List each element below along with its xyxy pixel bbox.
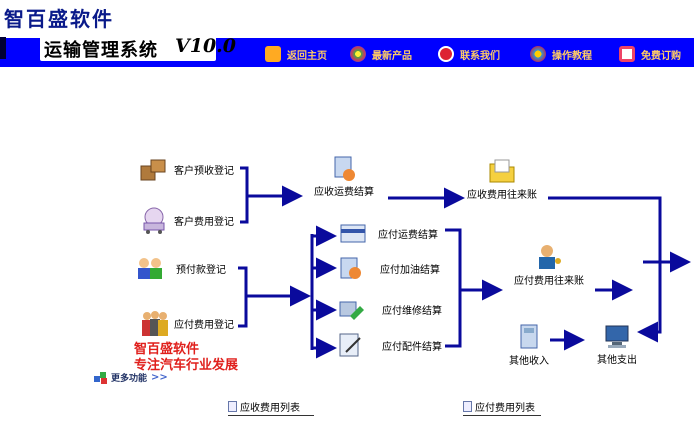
other-income-label: 其他收入 [509, 356, 549, 367]
document-icon [228, 401, 237, 412]
calculator-icon [334, 156, 355, 181]
payable-fee-label: 应付费用登记 [174, 319, 234, 331]
card-icon [340, 224, 366, 243]
nav-home[interactable]: 返回主页 [265, 44, 327, 64]
receivable-freight-settle-label: 应收运费结算 [314, 187, 374, 198]
brand-line-1: 智百盛软件 [134, 342, 200, 357]
payable-repair-settle-node[interactable]: 应付维修结算 [336, 294, 442, 324]
customer-fee-label: 客户费用登记 [174, 216, 234, 228]
connector-customer [240, 166, 249, 224]
customer-prepay-label: 客户预收登记 [174, 165, 234, 177]
nav-new-products[interactable]: 最新产品 [350, 44, 412, 64]
folder-icon [489, 159, 515, 183]
computer-icon [605, 325, 629, 348]
customer-prepay-node[interactable]: 客户预收登记 [139, 154, 234, 184]
receivable-list-label: 应收费用列表 [240, 403, 300, 414]
blocks-icon [94, 371, 107, 384]
fuel-icon [340, 257, 361, 279]
flower-icon [350, 46, 366, 62]
receivable-ledger-label: 应收费用往来账 [467, 190, 537, 201]
brand-slogan: 智百盛软件 专注汽车行业发展 [134, 342, 238, 374]
payable-ledger-node[interactable]: 应付费用往来账 [514, 242, 584, 287]
receivable-list-link[interactable]: 应收费用列表 [228, 399, 314, 416]
contact-icon [438, 46, 454, 62]
payable-fuel-settle-label: 应付加油结算 [380, 264, 440, 276]
payable-freight-settle-label: 应付运费结算 [378, 229, 438, 241]
people-icon [138, 258, 162, 279]
receivable-ledger-node[interactable]: 应收费用往来账 [467, 156, 537, 201]
payable-parts-settle-label: 应付配件结算 [382, 341, 442, 353]
double-chevron-right-icon: >> [151, 372, 168, 383]
payable-repair-settle-label: 应付维修结算 [382, 305, 442, 317]
nav-order[interactable]: 免费订购 [619, 44, 681, 64]
nav-order-label: 免费订购 [641, 50, 681, 62]
nav-home-label: 返回主页 [287, 50, 327, 62]
nav-tutorial[interactable]: 操作教程 [530, 44, 592, 64]
advance-payment-node[interactable]: 预付款登记 [135, 253, 226, 283]
document-icon [463, 401, 472, 412]
customer-fee-node[interactable]: 客户费用登记 [139, 205, 234, 235]
nav-new-products-label: 最新产品 [372, 50, 412, 62]
connector-settle-merge [445, 228, 462, 348]
other-expense-node[interactable]: 其他支出 [597, 321, 637, 366]
cart-icon [143, 207, 165, 234]
payable-list-label: 应付费用列表 [475, 403, 535, 414]
connector-receivable-to-end [548, 196, 662, 343]
app-version: V10.0 [175, 35, 237, 57]
more-functions-link[interactable]: 更多功能 >> [94, 371, 168, 384]
user-key-icon [539, 245, 561, 269]
tutorial-icon [530, 46, 546, 62]
boxes-icon [140, 159, 166, 181]
payable-fee-node[interactable]: 应付费用登记 [139, 308, 234, 338]
other-expense-label: 其他支出 [597, 355, 637, 366]
nav-contact[interactable]: 联系我们 [438, 44, 500, 64]
app-subtitle: 运输管理系统 [44, 40, 158, 61]
connector-payable [238, 266, 248, 328]
brand-line-2: 专注汽车行业发展 [134, 358, 239, 373]
group-icon [142, 311, 168, 336]
payable-freight-settle-node[interactable]: 应付运费结算 [338, 218, 438, 248]
header-top [0, 0, 694, 38]
repair-icon [339, 301, 364, 320]
calculator-stack-icon [520, 324, 538, 349]
nav-tutorial-label: 操作教程 [552, 50, 592, 62]
payable-parts-settle-node[interactable]: 应付配件结算 [336, 330, 442, 360]
nav-contact-label: 联系我们 [460, 50, 500, 62]
payable-fuel-settle-node[interactable]: 应付加油结算 [336, 253, 440, 283]
payable-list-link[interactable]: 应付费用列表 [463, 399, 541, 416]
subtitle-box [40, 34, 216, 61]
header-left-tab [0, 37, 6, 59]
more-functions-label: 更多功能 [111, 374, 148, 384]
home-icon [265, 46, 281, 62]
app-name: 智百盛软件 [4, 7, 114, 31]
receivable-freight-settle-node[interactable]: 应收运费结算 [314, 153, 374, 198]
advance-payment-label: 预付款登记 [176, 264, 226, 276]
parts-icon [339, 333, 361, 357]
payable-ledger-label: 应付费用往来账 [514, 276, 584, 287]
other-income-node[interactable]: 其他收入 [509, 322, 549, 367]
order-icon [619, 46, 635, 62]
